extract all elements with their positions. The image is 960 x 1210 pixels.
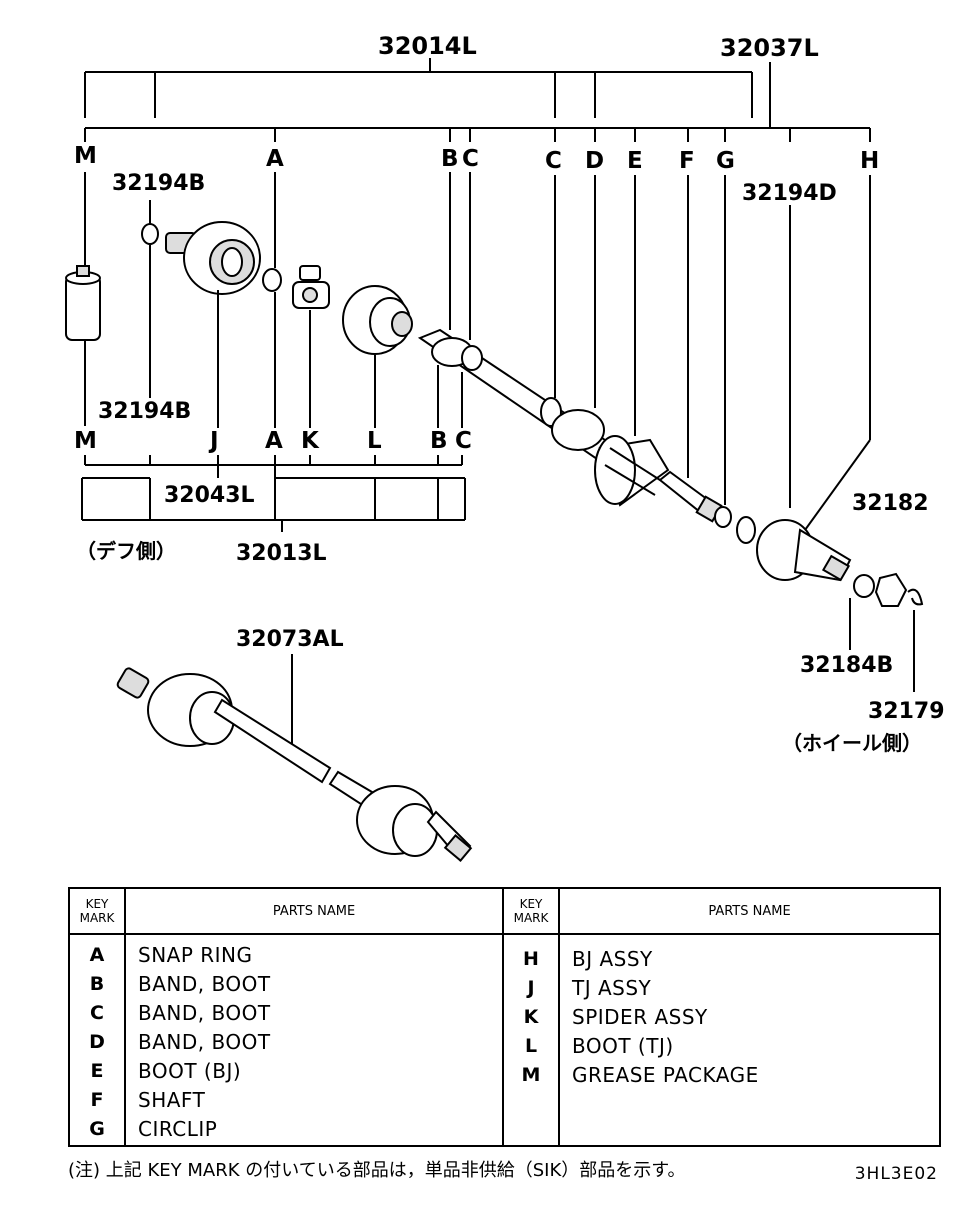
table-key: L [524, 1035, 538, 1057]
bottom-key-marks: M J A K L B C [74, 428, 472, 454]
table-part-name: GREASE PACKAGE [572, 1063, 759, 1087]
left-key-column: A B C D E F G [68, 934, 125, 1146]
tj-assy [165, 221, 261, 295]
table-key: J [527, 977, 535, 999]
leader-lines-top [84, 172, 871, 531]
callout-32182: 32182 [852, 491, 929, 516]
table-part-name: BAND, BOOT [138, 1030, 271, 1054]
key-mark-label: M [74, 428, 97, 454]
callout-32184B: 32184B [800, 653, 893, 678]
callout-32194B-mid: 32194B [98, 399, 191, 424]
nut [874, 572, 908, 607]
header-parts-name: PARTS NAME [558, 888, 940, 935]
bottom-bracket-lines [81, 455, 466, 532]
table-part-name: BAND, BOOT [138, 1001, 271, 1025]
table-key: A [89, 944, 105, 966]
snap-ring-32194B [141, 223, 159, 245]
key-mark-label: A [265, 428, 283, 454]
table-key: B [89, 973, 105, 995]
key-mark-label: D [585, 148, 604, 174]
spider-assy [292, 265, 330, 309]
right-key-column: H J K L M [502, 934, 559, 1146]
table-key: F [90, 1089, 104, 1111]
boot-bj [594, 435, 670, 507]
right-name-column: BJ ASSY TJ ASSY SPIDER ASSY BOOT (TJ) GR… [558, 934, 940, 1146]
key-mark-label: K [301, 428, 320, 454]
table-key: H [523, 948, 539, 970]
top-bracket-lines [84, 58, 871, 142]
key-mark-label: C [462, 146, 479, 172]
table-part-name: BOOT (TJ) [572, 1034, 674, 1058]
grease-package [65, 265, 101, 341]
callout-32013L: 32013L [236, 541, 327, 566]
snap-ring-A [262, 268, 282, 292]
table-key: C [90, 1002, 104, 1024]
circlip [714, 506, 732, 528]
bj-assy [756, 519, 852, 582]
callout-32037L: 32037L [720, 34, 819, 62]
callout-32073AL: 32073AL [236, 627, 344, 652]
table-part-name: CIRCLIP [138, 1117, 218, 1141]
callout-32194D: 32194D [742, 181, 837, 206]
footnote: (注) 上記 KEY MARK の付いている部品は，単品非供給（SIK）部品を示… [68, 1160, 686, 1181]
key-mark-label: J [208, 428, 219, 454]
header-parts-name: PARTS NAME [124, 888, 503, 935]
washer [853, 574, 875, 598]
key-mark-label: H [860, 148, 879, 174]
table-key: M [521, 1064, 541, 1086]
left-name-column: SNAP RING BAND, BOOT BAND, BOOT BAND, BO… [124, 934, 503, 1146]
key-mark-label: C [545, 148, 562, 174]
table-body-row: A B C D E F G SNAP RING BAND, BOOT BAND,… [68, 934, 940, 1146]
figure-code: 3HL3E02 [854, 1164, 938, 1184]
header-key-mark: KEY MARK [502, 888, 559, 935]
key-mark-label: E [627, 148, 643, 174]
leader-lines-bottom [84, 245, 915, 692]
seal-32194D [736, 516, 756, 544]
wheel-side-label: （ホイール側） [782, 731, 922, 755]
key-mark-label: B [441, 146, 459, 172]
table-part-name: BJ ASSY [572, 947, 653, 971]
key-mark-label: C [455, 428, 472, 454]
table-key: G [89, 1118, 105, 1140]
boot-tj [342, 285, 413, 355]
table-part-name: SPIDER ASSY [572, 1005, 708, 1029]
table-part-name: SHAFT [138, 1088, 206, 1112]
callout-32014L: 32014L [378, 32, 477, 60]
key-mark-label: A [266, 146, 284, 172]
shaft-end-splines [658, 470, 723, 523]
parts-table: KEY MARK PARTS NAME KEY MARK PARTS NAME … [68, 887, 941, 1147]
cotter-pin [907, 588, 924, 606]
callout-32179: 32179 [868, 699, 945, 724]
key-mark-label: L [367, 428, 382, 454]
key-mark-label: F [679, 148, 695, 174]
complete-drive-shaft [116, 667, 473, 862]
exploded-parts-diagram: 32014L 32037L 32194B 32194D M A B C C D … [65, 32, 945, 862]
diff-side-label: （デフ側） [76, 539, 176, 563]
top-key-marks: M A B C C D E F G H [74, 143, 879, 174]
table-key: E [90, 1060, 104, 1082]
table-part-name: SNAP RING [138, 943, 253, 967]
table-key: D [89, 1031, 105, 1053]
table-header-row: KEY MARK PARTS NAME KEY MARK PARTS NAME [68, 888, 940, 935]
key-mark-label: B [430, 428, 448, 454]
callout-32194B-top: 32194B [112, 171, 205, 196]
callout-32043L: 32043L [164, 483, 255, 508]
table-part-name: BAND, BOOT [138, 972, 271, 996]
key-mark-label: G [716, 148, 735, 174]
table-part-name: TJ ASSY [572, 976, 652, 1000]
key-mark-label: M [74, 143, 97, 169]
header-key-mark: KEY MARK [68, 888, 125, 935]
table-key: K [523, 1006, 539, 1028]
table-part-name: BOOT (BJ) [138, 1059, 242, 1083]
